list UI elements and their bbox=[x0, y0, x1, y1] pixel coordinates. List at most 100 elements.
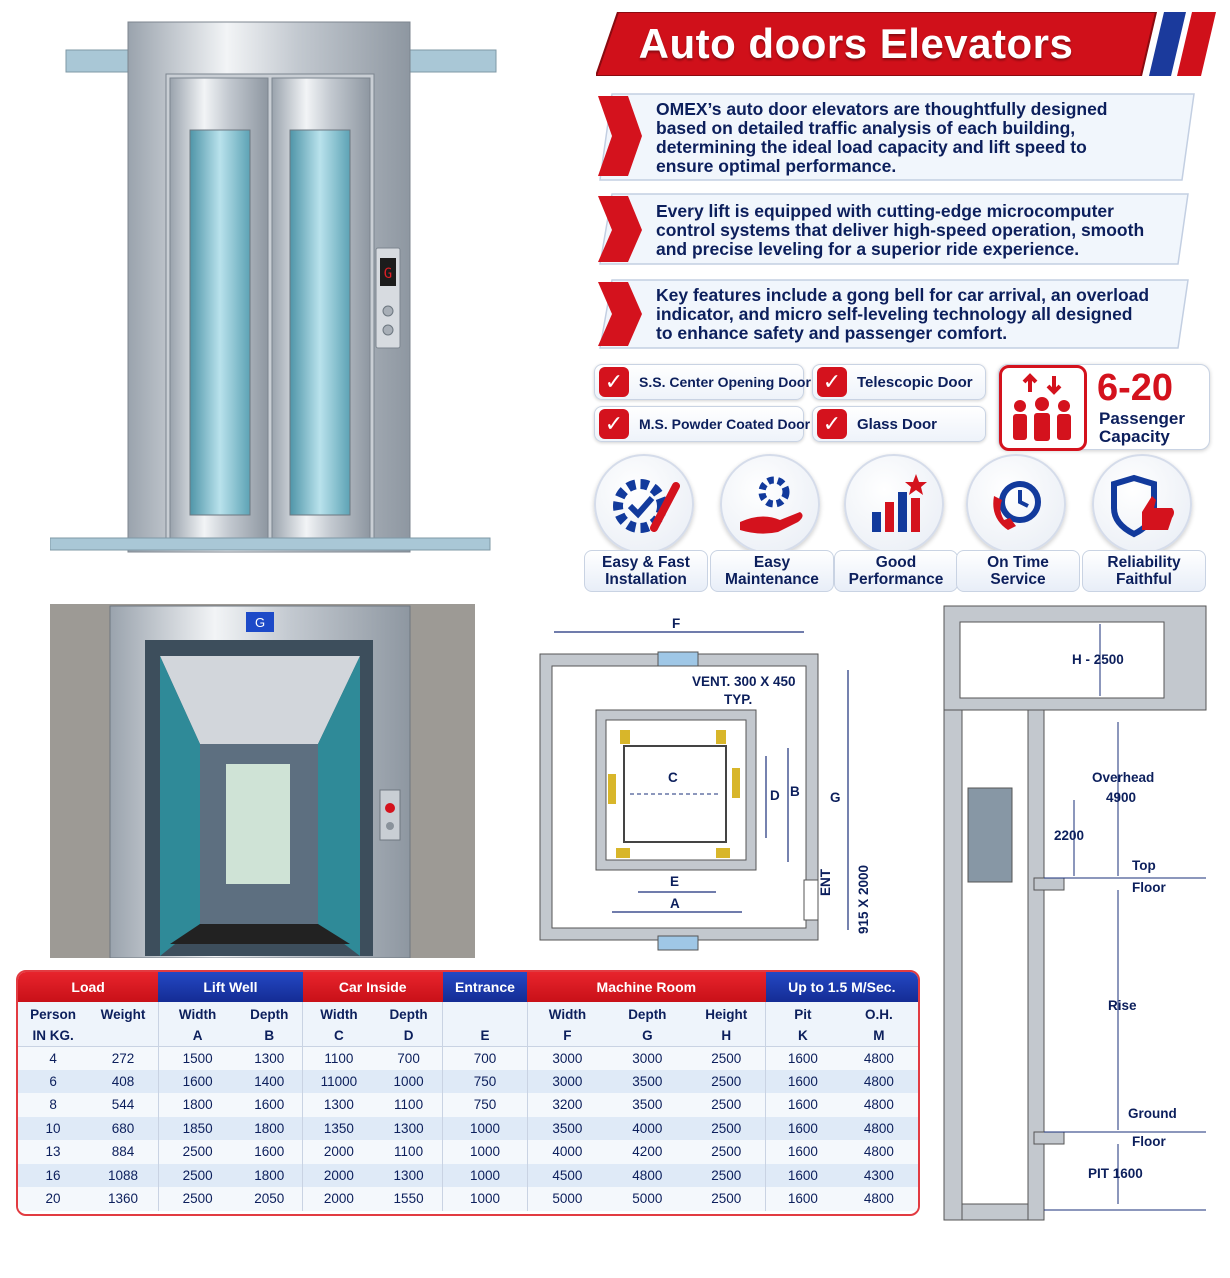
table-cell: 1600 bbox=[765, 1093, 840, 1117]
table-cell: 1800 bbox=[157, 1093, 237, 1117]
table-cell: 4800 bbox=[839, 1069, 918, 1093]
letter-cell: F bbox=[526, 1026, 608, 1047]
feature-label-2: Maintenance bbox=[725, 571, 819, 588]
ground-label: Ground bbox=[1128, 1106, 1177, 1121]
table-cell: 4800 bbox=[839, 1093, 918, 1117]
table-cell: 2500 bbox=[687, 1116, 766, 1140]
info-box-design: OMEX’s auto door elevators are thoughtfu… bbox=[598, 92, 1196, 181]
table-cell: 1000 bbox=[374, 1069, 443, 1093]
dim-c: C bbox=[668, 770, 678, 785]
table-cell: 1000 bbox=[442, 1163, 528, 1187]
info-1-line-4: ensure optimal performance. bbox=[656, 156, 897, 176]
header-load: Load bbox=[18, 972, 159, 1002]
feature-label-2: Service bbox=[990, 571, 1046, 588]
table-cell: 700 bbox=[442, 1046, 528, 1070]
table-cell: 5000 bbox=[607, 1187, 688, 1211]
door-type-label: S.S. Center Opening Door bbox=[639, 374, 811, 390]
table-cell: 408 bbox=[88, 1069, 159, 1093]
header-lift-well: Lift Well bbox=[158, 972, 303, 1002]
top-label: Top bbox=[1132, 858, 1156, 873]
info-2-line-2: control systems that deliver high-speed … bbox=[656, 220, 1145, 240]
table-cell: 1600 bbox=[765, 1046, 840, 1070]
table-cell: 4800 bbox=[607, 1163, 688, 1187]
info-3-line-2: indicator, and micro self-leveling techn… bbox=[656, 304, 1133, 324]
letter-cell bbox=[88, 1026, 159, 1047]
table-cell: 1500 bbox=[157, 1046, 237, 1070]
capacity-label-1: Passenger bbox=[1099, 409, 1185, 428]
door-type-ms-powder: ✓ M.S. Powder Coated Door bbox=[594, 406, 810, 442]
entrance-label: ENT bbox=[818, 869, 833, 896]
cabin-floor-indicator-text: G bbox=[255, 615, 265, 630]
info-1-line-1: OMEX’s auto door elevators are thoughtfu… bbox=[656, 99, 1108, 119]
specification-table: Load Lift Well Car Inside Entrance Machi… bbox=[16, 970, 920, 1216]
shield-thumbs-up-icon bbox=[1092, 454, 1192, 554]
feature-label-2: Installation bbox=[605, 571, 687, 588]
table-cell: 4000 bbox=[607, 1116, 688, 1140]
table-cell: 3000 bbox=[526, 1069, 608, 1093]
clock-phone-icon bbox=[966, 454, 1066, 554]
subheader-cell: Depth bbox=[236, 1002, 303, 1026]
subheader-cell: Person bbox=[18, 1002, 89, 1026]
table-cell: 2000 bbox=[302, 1163, 375, 1187]
floor-indicator-text: G bbox=[384, 266, 392, 282]
top-floor-label: Floor bbox=[1132, 880, 1166, 895]
table-cell: 1600 bbox=[236, 1140, 303, 1164]
table-cell: 1550 bbox=[374, 1187, 443, 1211]
table-cell: 1600 bbox=[765, 1069, 840, 1093]
subheader-cell: Width bbox=[302, 1002, 375, 1026]
table-cell: 4300 bbox=[839, 1163, 918, 1187]
entrance-size-label: 915 X 2000 bbox=[856, 864, 871, 934]
table-cell: 13 bbox=[18, 1140, 89, 1164]
lift-well-plan-drawing: F VENT. 300 X 450 TYP. C D B G E A ENT 9… bbox=[520, 610, 900, 960]
table-cell: 2000 bbox=[302, 1140, 375, 1164]
table-cell: 1100 bbox=[302, 1046, 375, 1070]
info-3-line-3: to enhance safety and passenger comfort. bbox=[656, 323, 1008, 343]
door-type-telescopic: ✓ Telescopic Door bbox=[812, 364, 986, 400]
info-box-features: Key features include a gong bell for car… bbox=[598, 278, 1196, 350]
ground-floor-label: Floor bbox=[1132, 1134, 1166, 1149]
feature-label-2: Faithful bbox=[1116, 571, 1172, 588]
subheader-cell: Height bbox=[687, 1002, 766, 1026]
table-cell: 1000 bbox=[442, 1116, 528, 1140]
open-cabin-elevator-illustration: G bbox=[50, 604, 475, 958]
info-2-line-3: and precise leveling for a superior ride… bbox=[656, 239, 1080, 259]
table-cell: 2050 bbox=[236, 1187, 303, 1211]
table-cell: 2500 bbox=[687, 1069, 766, 1093]
vent-label: VENT. 300 X 450 bbox=[692, 674, 796, 689]
capacity-range: 6-20 bbox=[1097, 367, 1174, 409]
table-cell: 1400 bbox=[236, 1069, 303, 1093]
info-box-control: Every lift is equipped with cutting-edge… bbox=[598, 192, 1196, 266]
info-box-frame-icon bbox=[598, 193, 1189, 265]
subheader-cell: Weight bbox=[88, 1002, 159, 1026]
table-cell: 3000 bbox=[607, 1046, 688, 1070]
table-cell: 544 bbox=[88, 1093, 159, 1117]
table-cell: 1800 bbox=[236, 1163, 303, 1187]
info-box-frame-icon bbox=[598, 93, 1195, 181]
dim-d: D bbox=[770, 788, 780, 803]
table-cell: 3000 bbox=[526, 1046, 608, 1070]
table-cell: 272 bbox=[88, 1046, 159, 1070]
letter-cell: H bbox=[687, 1026, 766, 1047]
table-cell: 2500 bbox=[157, 1163, 237, 1187]
table-cell: 2500 bbox=[687, 1187, 766, 1211]
table-cell: 5000 bbox=[526, 1187, 608, 1211]
subheader-cell: Depth bbox=[374, 1002, 443, 1026]
dim-e: E bbox=[670, 874, 680, 889]
table-cell: 1100 bbox=[374, 1140, 443, 1164]
door-type-label: M.S. Powder Coated Door bbox=[639, 416, 811, 432]
letter-cell: B bbox=[236, 1026, 303, 1047]
table-cell: 4800 bbox=[839, 1046, 918, 1070]
table-cell: 884 bbox=[88, 1140, 159, 1164]
table-cell: 6 bbox=[18, 1069, 89, 1093]
door-type-glass: ✓ Glass Door bbox=[812, 406, 986, 442]
letter-cell: A bbox=[157, 1026, 237, 1047]
table-cell: 4000 bbox=[526, 1140, 608, 1164]
header-car-inside: Car Inside bbox=[302, 972, 443, 1002]
